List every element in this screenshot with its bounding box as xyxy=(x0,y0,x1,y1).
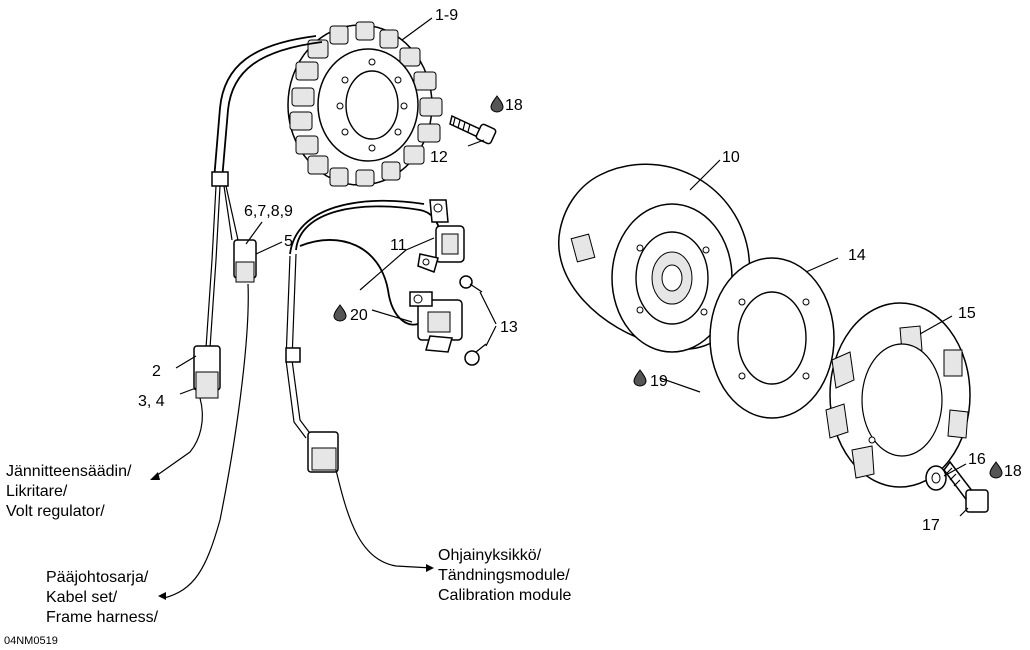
label-13: 13 xyxy=(500,319,518,336)
loctite-drop-icon xyxy=(633,369,647,387)
leader-lines xyxy=(150,17,969,600)
callout-calibration-module: Ohjainyksikkö/ Tändningsmodule/ Calibrat… xyxy=(438,547,572,604)
loctite-drop-icon xyxy=(989,461,1003,479)
callout-line: Jännitteensäädin/ xyxy=(6,463,132,480)
bolt-17 xyxy=(943,460,989,513)
flywheel xyxy=(558,163,751,353)
label-18-top: 18 xyxy=(505,97,523,114)
stator xyxy=(287,21,443,187)
label-14: 14 xyxy=(848,247,866,264)
bolt-12 xyxy=(449,114,497,145)
label-17: 17 xyxy=(922,517,940,534)
callout-line: Frame harness/ xyxy=(46,609,159,626)
spacer-ring xyxy=(709,257,835,419)
washer-16 xyxy=(925,465,947,491)
callout-line: Kabel set/ xyxy=(46,589,118,606)
part-labels: 1-9 18 12 10 6,7,8,9 5 11 14 20 13 15 2 … xyxy=(138,7,1022,534)
label-5: 5 xyxy=(284,233,293,250)
label-1-9: 1-9 xyxy=(435,7,458,24)
label-15: 15 xyxy=(958,305,976,322)
callout-line: Likritare/ xyxy=(6,483,68,500)
label-11: 11 xyxy=(390,237,407,254)
callout-frame-harness: Pääjohtosarja/ Kabel set/ Frame harness/ xyxy=(46,569,159,626)
callout-volt-regulator: Jännitteensäädin/ Likritare/ Volt regula… xyxy=(6,463,132,520)
starter-cup xyxy=(825,302,971,488)
loctite-drop-icon xyxy=(490,95,504,113)
label-12: 12 xyxy=(430,149,448,166)
trigger-harness xyxy=(285,199,487,473)
loctite-drop-icon xyxy=(333,304,347,322)
callout-line: Pääjohtosarja/ xyxy=(46,569,149,586)
label-6-7-8-9: 6,7,8,9 xyxy=(244,203,293,220)
stator-harness xyxy=(193,35,323,399)
label-16: 16 xyxy=(968,451,986,468)
label-18-bottom: 18 xyxy=(1004,463,1022,480)
callout-line: Ohjainyksikkö/ xyxy=(438,547,542,564)
label-19: 19 xyxy=(650,373,668,390)
label-20: 20 xyxy=(350,307,368,324)
label-10: 10 xyxy=(722,149,740,166)
reference-code: 04NM0519 xyxy=(4,635,58,647)
callout-line: Tändningsmodule/ xyxy=(438,567,570,584)
callout-line: Volt regulator/ xyxy=(6,503,105,520)
label-3-4: 3, 4 xyxy=(138,393,165,410)
label-2: 2 xyxy=(152,363,161,380)
callout-line: Calibration module xyxy=(438,587,572,604)
